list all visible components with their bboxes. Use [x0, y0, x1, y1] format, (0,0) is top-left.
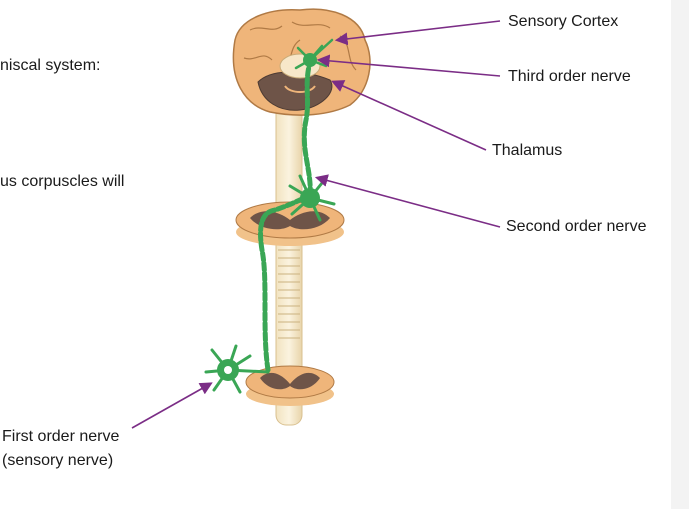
label-third-order-nerve: Third order nerve [508, 68, 631, 85]
label-thalamus: Thalamus [492, 142, 563, 159]
arrow-third-order [316, 54, 501, 77]
label-sensory-cortex: Sensory Cortex [508, 13, 619, 30]
arrow-first-order [131, 382, 213, 429]
arrow-second-order [314, 174, 501, 228]
annotation-arrows [131, 20, 501, 429]
label-first-order-nerve: First order nerve [2, 428, 120, 445]
dorsal-column-pathway [258, 59, 313, 373]
cord-section-lower [245, 365, 335, 406]
slide-text-fragment-2: us corpuscles will [0, 173, 125, 190]
first-order-neuron [204, 344, 270, 394]
arrow-thalamus [331, 80, 487, 151]
label-sensory-nerve: (sensory nerve) [2, 452, 114, 469]
arrow-sensory-cortex [334, 20, 501, 46]
slide-text-fragment-1: niscal system: [0, 57, 101, 74]
second-order-neuron [288, 174, 336, 222]
edge-shade [671, 0, 689, 509]
label-second-order-nerve: Second order nerve [506, 218, 647, 235]
spinal-cord [275, 94, 303, 426]
cord-section-medulla [235, 201, 345, 246]
